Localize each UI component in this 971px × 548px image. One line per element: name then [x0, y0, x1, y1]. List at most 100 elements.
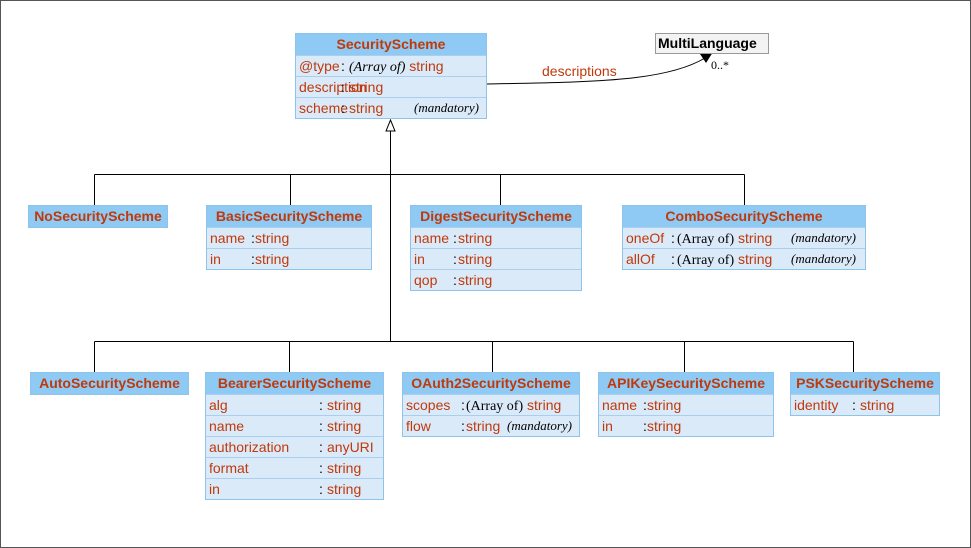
attribute-type-value: string [458, 272, 493, 288]
mandatory-label: (mandatory) [791, 251, 856, 266]
class-name: AutoSecurityScheme [31, 373, 188, 394]
attribute-name: oneOf [626, 230, 665, 246]
attribute-separator: : [341, 100, 345, 116]
attribute-row: scheme:string (mandatory) [296, 97, 486, 118]
array-of-label: (Array of) [677, 232, 735, 247]
class-name: BearerSecurityScheme [206, 373, 383, 394]
attribute-row: identity:string [791, 394, 939, 415]
autosecurityscheme-class[interactable]: AutoSecurityScheme [30, 372, 189, 395]
attribute-row: authorization:anyURI [206, 436, 383, 457]
attribute-separator: : [461, 397, 465, 413]
attribute-type: string [349, 98, 383, 118]
attribute-type-value: string [327, 397, 362, 413]
attribute-type: string [458, 228, 492, 248]
attribute-type-value: string [860, 397, 895, 413]
attribute-name: in [209, 481, 220, 497]
mandatory-label: (mandatory) [507, 418, 572, 433]
attribute-name: qop [414, 272, 438, 288]
attribute-row: @type:(Array of) string [296, 55, 486, 76]
attribute-type: string [255, 228, 289, 248]
attribute-type: string [647, 395, 681, 415]
attribute-type-value: string [458, 251, 493, 267]
attribute-name: in [602, 418, 613, 434]
attribute-separator: : [319, 439, 323, 455]
attribute-type: string [860, 395, 894, 415]
mandatory-label: (mandatory) [414, 100, 479, 115]
attribute-type: string [255, 249, 289, 269]
attribute-type: string [458, 249, 492, 269]
attribute-row: description:string [296, 76, 486, 97]
association-label: descriptions [542, 63, 617, 79]
multiplicity-label: 0..* [711, 58, 729, 72]
attribute-name: name [209, 418, 245, 434]
attribute-row: in:string [411, 248, 581, 269]
attribute-row: name:string [206, 415, 383, 436]
attribute-separator: : [643, 397, 647, 413]
attribute-type: string [327, 416, 361, 436]
attribute-type-value: string [327, 481, 362, 497]
attribute-type-value: string [409, 58, 444, 74]
attribute-name: in [414, 251, 425, 267]
attribute-name: in [210, 251, 221, 267]
attribute-type-value: string [349, 100, 384, 116]
association-arrowhead [700, 52, 713, 63]
attribute-row: name:string [599, 394, 773, 415]
attribute-row: name:string [411, 227, 581, 248]
attribute-name: authorization [209, 439, 290, 455]
attribute-row: alg:string [206, 394, 383, 415]
attribute-separator: : [319, 418, 323, 434]
attribute-name: name [414, 230, 450, 246]
array-of-label: (Array of) [677, 253, 735, 268]
attribute-row: allOf:(Array of) string(mandatory) [623, 248, 865, 269]
attribute-name: @type [299, 58, 340, 74]
nosecurityscheme-class[interactable]: NoSecurityScheme [28, 205, 168, 228]
attribute-name: scheme [299, 100, 349, 116]
attribute-name: name [602, 397, 638, 413]
attribute-row: in:string [599, 415, 773, 436]
class-name: NoSecurityScheme [29, 206, 167, 227]
attribute-name: format [209, 460, 249, 476]
attribute-type-value: string [527, 397, 562, 413]
class-name: PSKSecurityScheme [791, 373, 939, 394]
attribute-separator: : [453, 251, 457, 267]
attribute-separator: : [453, 230, 457, 246]
generalization-arrowhead [385, 118, 396, 132]
attribute-row: oneOf:(Array of) string (mandatory) [623, 227, 865, 248]
attribute-type: (Array of) string [677, 228, 772, 250]
attribute-type-value: string [255, 251, 290, 267]
attribute-type: string [327, 479, 361, 499]
class-name: MultiLanguage [658, 35, 757, 51]
attribute-type: (Array of) string [466, 395, 561, 417]
array-of-label: (Array of) [349, 60, 406, 75]
attribute-name: flow [406, 418, 431, 434]
attribute-type-value: string [647, 397, 682, 413]
attribute-name: description [299, 79, 367, 95]
attribute-type: string [327, 458, 361, 478]
attribute-row: flow:string(mandatory) [403, 415, 579, 436]
attribute-name: alg [209, 397, 228, 413]
attribute-row: scopes:(Array of) string [403, 394, 579, 415]
mandatory-label: (mandatory) [791, 230, 856, 245]
attribute-separator: : [319, 397, 323, 413]
attribute-name: allOf [626, 251, 655, 267]
attribute-name: scopes [406, 397, 451, 413]
attribute-separator: : [671, 251, 675, 267]
attribute-type-value: string [327, 418, 362, 434]
multilanguage-class[interactable]: MultiLanguage [655, 33, 769, 54]
class-name: ComboSecurityScheme [623, 206, 865, 227]
attribute-type-value: string [738, 230, 773, 246]
attribute-type-value: string [466, 418, 501, 434]
association-descriptions-line [486, 57, 706, 85]
attribute-type: (Array of) string [349, 56, 444, 78]
attribute-separator: : [671, 230, 675, 246]
attribute-separator: : [852, 397, 856, 413]
